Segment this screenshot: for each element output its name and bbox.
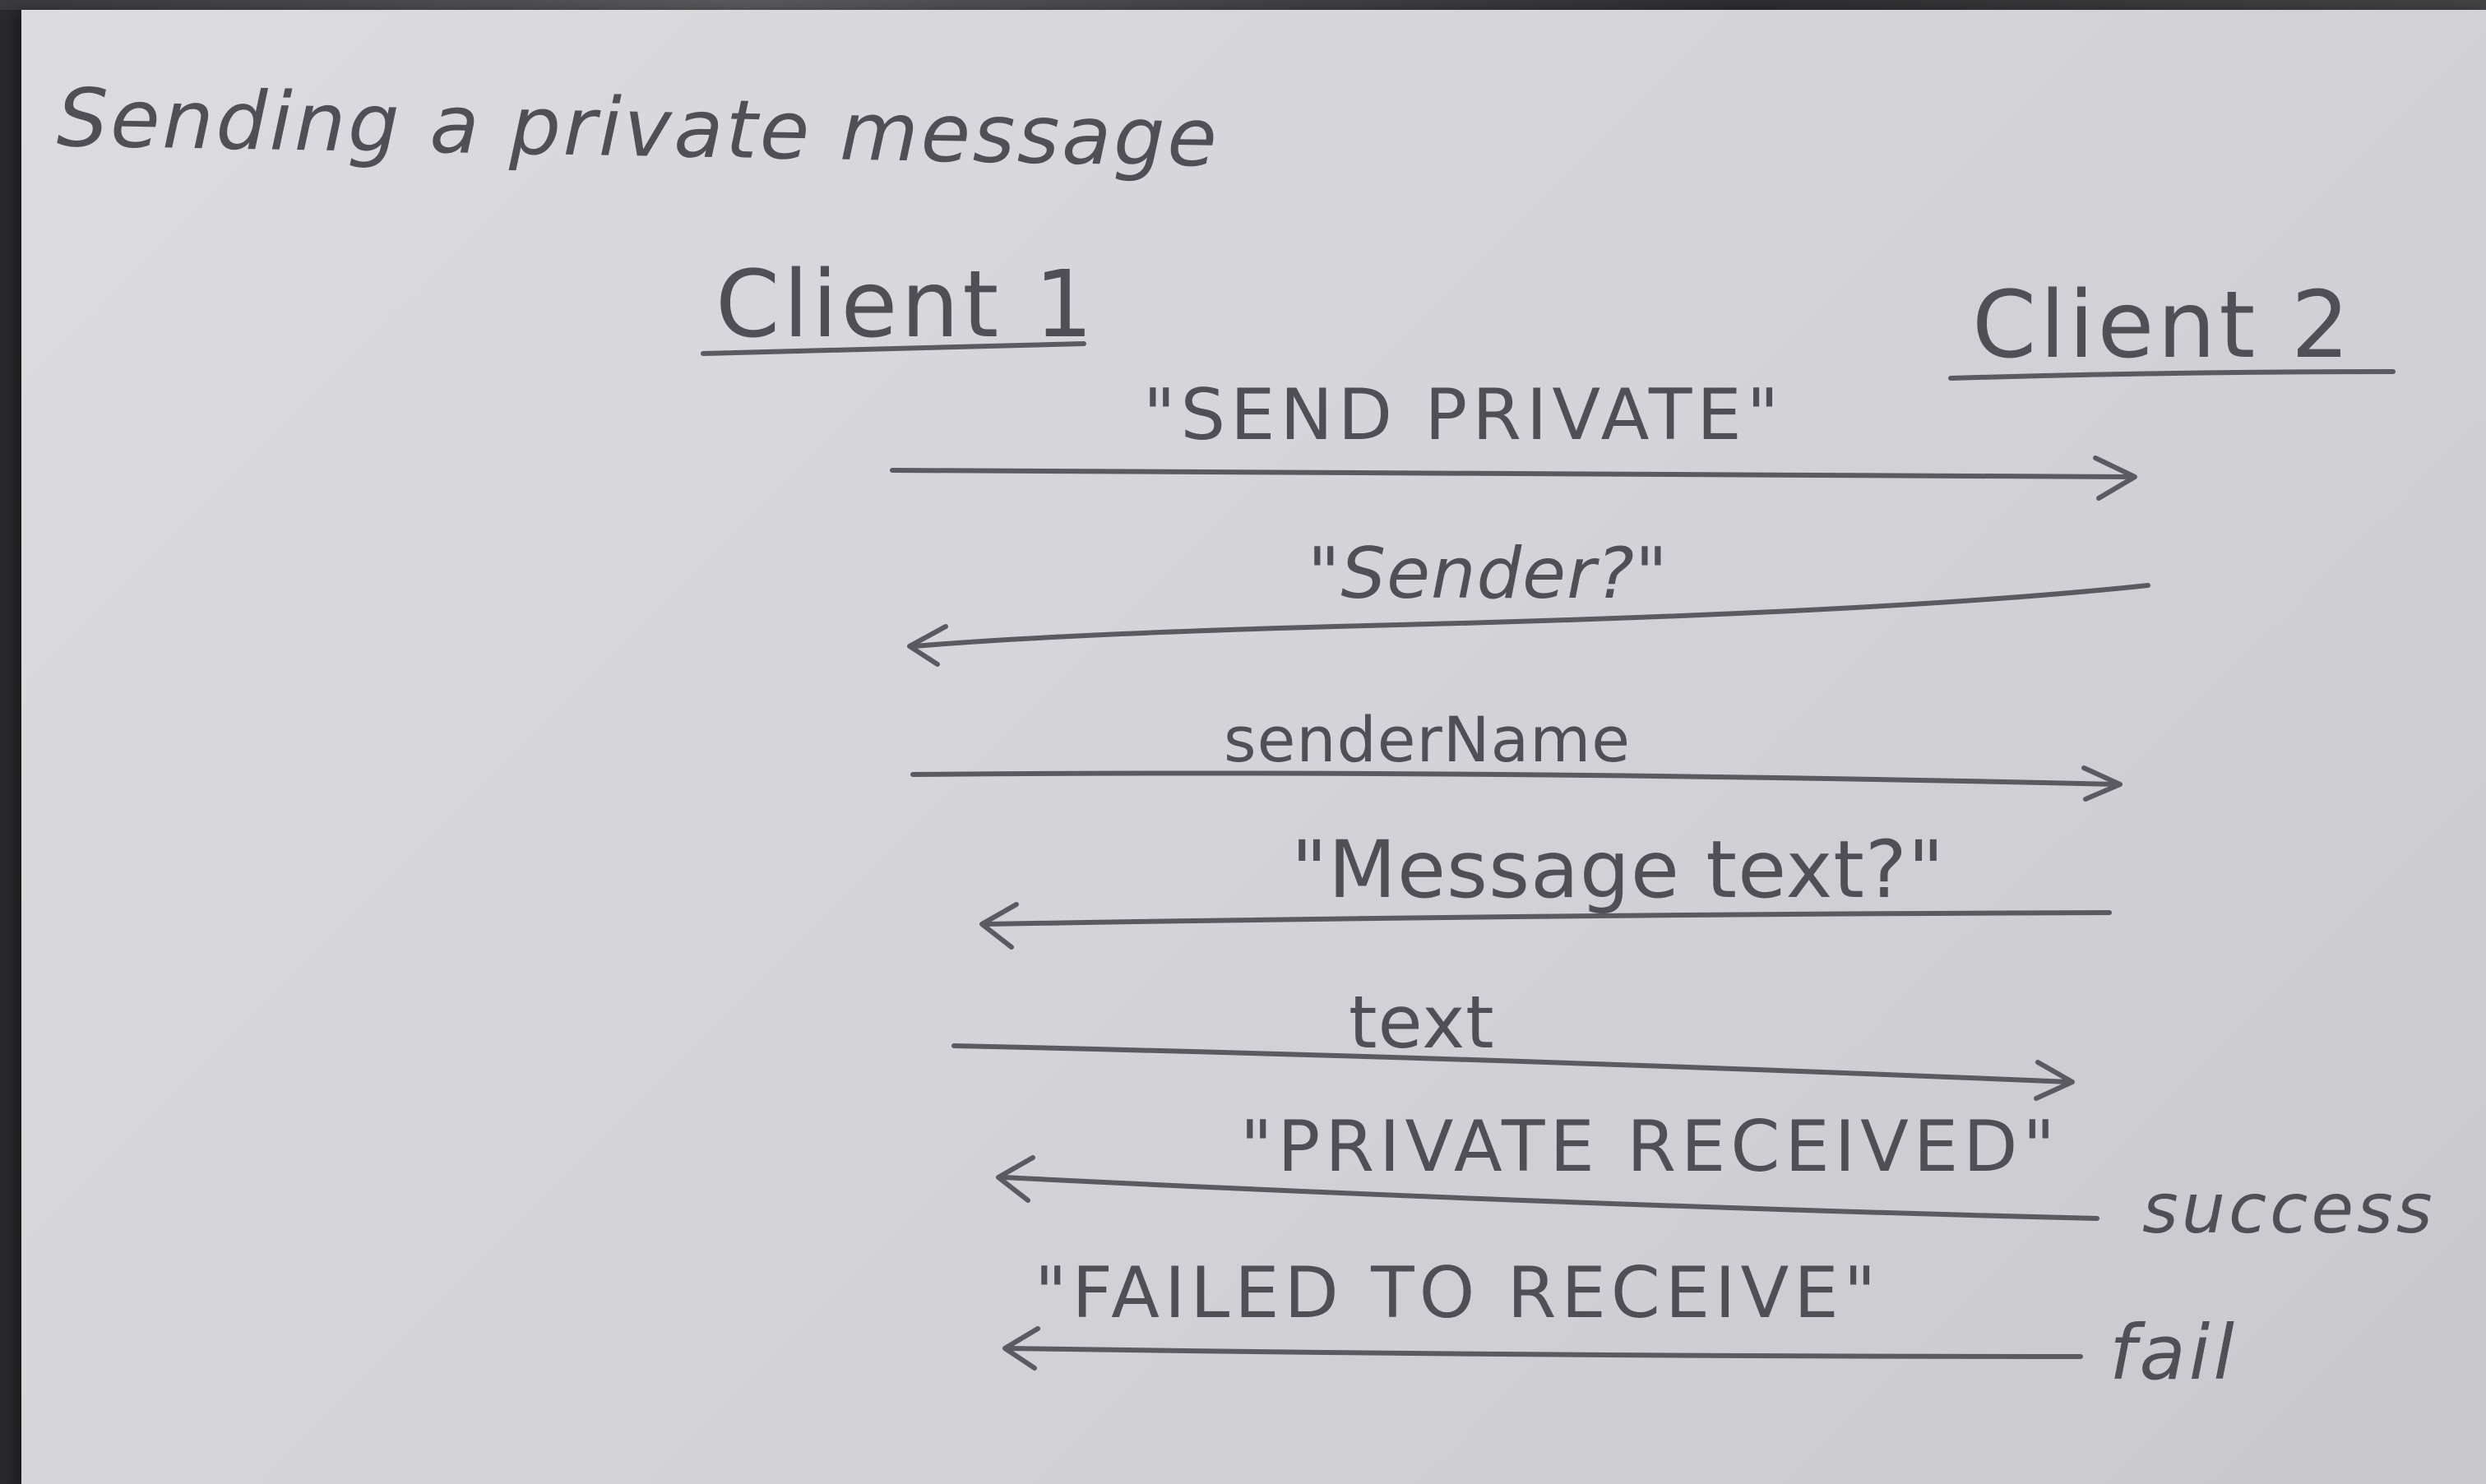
- participant-client-2: Client 2: [1972, 272, 2354, 379]
- message-label-private-received: "PRIVATE RECEIVED": [1240, 1106, 2061, 1188]
- note-success: success: [2142, 1168, 2436, 1249]
- message-label-send-private: "SEND PRIVATE": [1143, 374, 1785, 456]
- message-label-sender-query: "Sender?": [1308, 533, 1669, 615]
- diagram-title: Sending a private message: [56, 72, 1220, 186]
- message-label-failed-to-receive: "FAILED TO RECEIVE": [1035, 1252, 1882, 1334]
- paper-sheet: [21, 10, 2486, 1484]
- scan-background-edge: [0, 0, 2486, 10]
- message-label-sender-name: senderName: [1224, 703, 1631, 776]
- message-label-text: text: [1349, 980, 1495, 1065]
- participant-client-1: Client 1: [715, 252, 1097, 358]
- message-label-message-text-query: "Message text?": [1291, 824, 1945, 916]
- note-fail: fail: [2109, 1309, 2238, 1397]
